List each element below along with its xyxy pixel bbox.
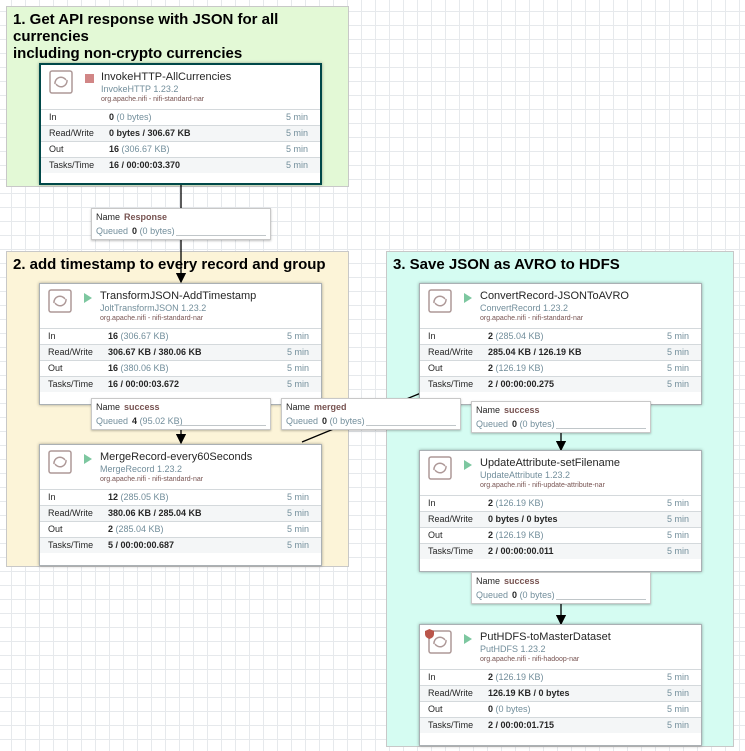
processor-icon xyxy=(428,456,452,480)
processor-mergerecord[interactable]: MergeRecord-every60Seconds MergeRecord 1… xyxy=(39,444,322,566)
stopped-icon xyxy=(85,74,94,83)
running-icon xyxy=(84,454,92,464)
processor-type: MergeRecord 1.23.2 xyxy=(100,464,183,474)
processor-invokehttp[interactable]: InvokeHTTP-AllCurrencies InvokeHTTP 1.23… xyxy=(39,63,322,185)
label-title: 3. Save JSON as AVRO to HDFS xyxy=(393,256,620,273)
processor-bundle: org.apache.nifi - nifi-standard-nar xyxy=(480,315,584,322)
processor-type: UpdateAttribute 1.23.2 xyxy=(480,470,571,480)
processor-icon xyxy=(428,289,452,313)
label-title: 2. add timestamp to every record and gro… xyxy=(13,256,326,273)
processor-type: PutHDFS 1.23.2 xyxy=(480,644,546,654)
running-icon xyxy=(464,460,472,470)
processor-transformjson[interactable]: TransformJSON-AddTimestamp JoltTransform… xyxy=(39,283,322,405)
processor-bundle: org.apache.nifi - nifi-update-attribute-… xyxy=(480,482,605,489)
processor-puthdfs[interactable]: PutHDFS-toMasterDataset PutHDFS 1.23.2 o… xyxy=(419,624,702,746)
processor-bundle: org.apache.nifi - nifi-standard-nar xyxy=(100,476,204,483)
processor-name: MergeRecord-every60Seconds xyxy=(100,451,253,463)
processor-name: PutHDFS-toMasterDataset xyxy=(480,631,611,643)
processor-type: ConvertRecord 1.23.2 xyxy=(480,303,569,313)
processor-name: UpdateAttribute-setFilename xyxy=(480,457,621,469)
processor-icon xyxy=(48,289,72,313)
processor-icon xyxy=(428,630,452,654)
processor-name: InvokeHTTP-AllCurrencies xyxy=(101,71,232,83)
processor-type: JoltTransformJSON 1.23.2 xyxy=(100,303,207,313)
running-icon xyxy=(464,293,472,303)
processor-bundle: org.apache.nifi - nifi-hadoop-nar xyxy=(480,656,580,663)
shield-icon xyxy=(425,629,434,639)
queue-bar xyxy=(366,425,456,426)
processor-icon xyxy=(48,450,72,474)
processor-name: TransformJSON-AddTimestamp xyxy=(100,290,257,302)
queue-bar xyxy=(176,235,266,236)
processor-updateattribute[interactable]: UpdateAttribute-setFilename UpdateAttrib… xyxy=(419,450,702,572)
queue-bar xyxy=(556,599,646,600)
queue-bar xyxy=(556,428,646,429)
processor-convertrecord[interactable]: ConvertRecord-JSONToAVRO ConvertRecord 1… xyxy=(419,283,702,405)
processor-bundle: org.apache.nifi - nifi-standard-nar xyxy=(100,315,204,322)
label-title: 1. Get API response with JSON for all cu… xyxy=(13,11,279,62)
processor-bundle: org.apache.nifi - nifi-standard-nar xyxy=(101,96,205,103)
running-icon xyxy=(464,634,472,644)
processor-name: ConvertRecord-JSONToAVRO xyxy=(480,290,629,302)
processor-type: InvokeHTTP 1.23.2 xyxy=(101,84,179,94)
queue-bar xyxy=(176,425,266,426)
running-icon xyxy=(84,293,92,303)
processor-icon xyxy=(49,70,73,94)
